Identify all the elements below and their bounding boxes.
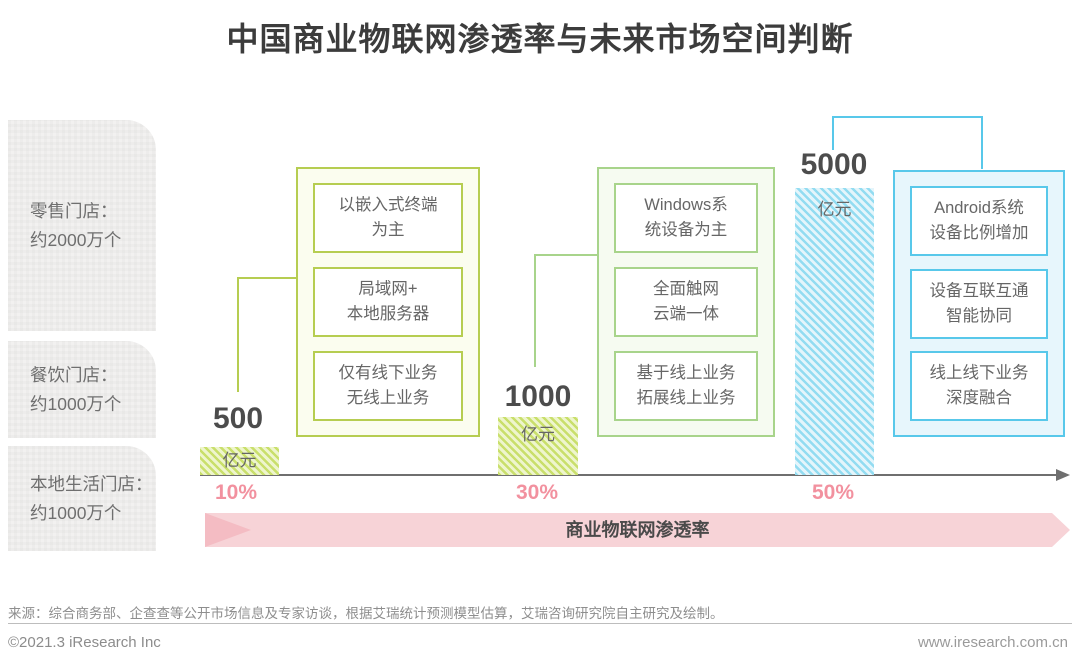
box-line: 为主: [371, 221, 405, 239]
unit-label: 亿元: [817, 200, 852, 219]
panel-line: 约1000万个: [30, 502, 122, 523]
left-panel-catering: 餐饮门店： 约1000万个: [8, 341, 156, 438]
box-line: 以嵌入式终端: [338, 196, 438, 215]
panel-line: 餐饮门店：: [30, 364, 118, 385]
left-panel-catering-text: 餐饮门店： 约1000万个: [8, 361, 121, 419]
stage3-value: 5000: [800, 148, 868, 181]
copyright-label: ©2021.3 iResearch Inc: [8, 634, 161, 651]
left-panel-retail-text: 零售门店： 约2000万个: [8, 197, 121, 255]
box-line: 统设备为主: [644, 221, 728, 239]
box-line: 本地服务器: [346, 305, 430, 323]
axis-tick-10pct: 10%: [214, 481, 258, 504]
stage1-bracket-line: [237, 277, 296, 392]
axis-arrow-icon: [1056, 469, 1070, 481]
box-line: 基于线上业务: [636, 364, 736, 383]
stage2-bracket-line: [534, 254, 597, 367]
stage1-box-2: 局域网+ 本地服务器: [313, 267, 463, 337]
box-line: 拓展线上业务: [636, 389, 736, 407]
page-title: 中国商业物联网渗透率与未来市场空间判断: [226, 21, 854, 57]
stage3-box-3: 线上线下业务 深度融合: [910, 351, 1048, 421]
box-line: Windows系: [644, 196, 728, 215]
stage3-box-1: Android系统 设备比例增加: [910, 186, 1048, 256]
stage1-box-1: 以嵌入式终端 为主: [313, 183, 463, 253]
box-line: Android系统: [934, 199, 1024, 218]
stage1-value: 500: [212, 402, 264, 435]
stage2-value: 1000: [504, 380, 572, 413]
box-line: 深度融合: [946, 389, 1012, 407]
box-line: 设备互联互通: [929, 281, 1029, 300]
stage1-unit-bar: 亿元: [200, 447, 279, 475]
stage1-box-3: 仅有线下业务 无线上业务: [313, 351, 463, 421]
left-panel-retail: 零售门店： 约2000万个: [8, 120, 156, 331]
box-line: 局域网+: [358, 280, 418, 299]
panel-line: 本地生活门店：: [30, 473, 153, 494]
stage3-group: Android系统 设备比例增加 设备互联互通 智能协同 线上线下业务 深度融合: [893, 170, 1065, 437]
stage2-box-3: 基于线上业务 拓展线上业务: [614, 351, 758, 421]
box-line: 设备比例增加: [929, 224, 1029, 242]
axis-tick-30pct: 30%: [515, 481, 559, 504]
panel-line: 零售门店：: [30, 200, 118, 221]
stage2-group: Windows系 统设备为主 全面触网 云端一体 基于线上业务 拓展线上业务: [597, 167, 775, 437]
stage3-unit-bar: 亿元: [795, 188, 874, 475]
box-line: 云端一体: [653, 305, 719, 323]
box-line: 仅有线下业务: [338, 364, 438, 383]
box-line: 全面触网: [653, 280, 719, 299]
stage2-box-2: 全面触网 云端一体: [614, 267, 758, 337]
stage3-box-2: 设备互联互通 智能协同: [910, 268, 1048, 339]
panel-line: 约1000万个: [30, 393, 122, 414]
unit-label: 亿元: [521, 425, 555, 444]
box-line: 智能协同: [946, 306, 1012, 325]
left-panel-local-life-text: 本地生活门店： 约1000万个: [8, 470, 153, 528]
unit-label: 亿元: [222, 451, 257, 470]
stage2-unit-bar: 亿元: [498, 417, 578, 475]
source-note: 来源：综合商务部、企查查等公开市场信息及专家访谈，根据艾瑞统计预测模型估算，艾瑞…: [8, 606, 724, 621]
box-line: 无线上业务: [346, 389, 430, 407]
stage2-box-1: Windows系 统设备为主: [614, 183, 758, 253]
penetration-rate-banner: 商业物联网渗透率: [205, 513, 1070, 547]
panel-line: 约2000万个: [30, 229, 122, 250]
website-url: www.iresearch.com.cn: [917, 634, 1068, 651]
left-panel-local-life: 本地生活门店： 约1000万个: [8, 446, 156, 551]
axis-tick-50pct: 50%: [811, 481, 855, 504]
box-line: 线上线下业务: [929, 364, 1029, 383]
stage1-group: 以嵌入式终端 为主 局域网+ 本地服务器 仅有线下业务 无线上业务: [296, 167, 480, 437]
footer-divider: [8, 623, 1072, 624]
